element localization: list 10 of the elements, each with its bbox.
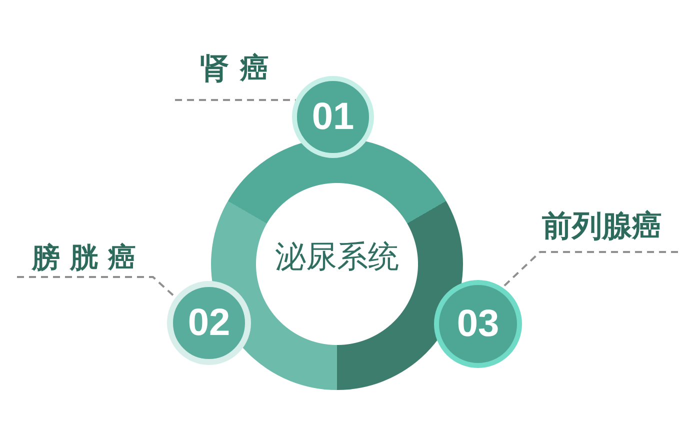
leader-line: [175, 99, 296, 101]
category-label: 肾癌: [200, 54, 280, 83]
category-label: 前列腺癌: [542, 212, 662, 242]
category-label: 膀胱癌: [32, 244, 146, 272]
center-title: 泌尿系统: [275, 242, 399, 273]
number-circle: 02: [167, 281, 251, 365]
number-circle: 01: [292, 76, 374, 158]
leader-line: [502, 251, 678, 288]
leader-line: [17, 276, 176, 298]
number-circle: 03: [434, 280, 522, 368]
